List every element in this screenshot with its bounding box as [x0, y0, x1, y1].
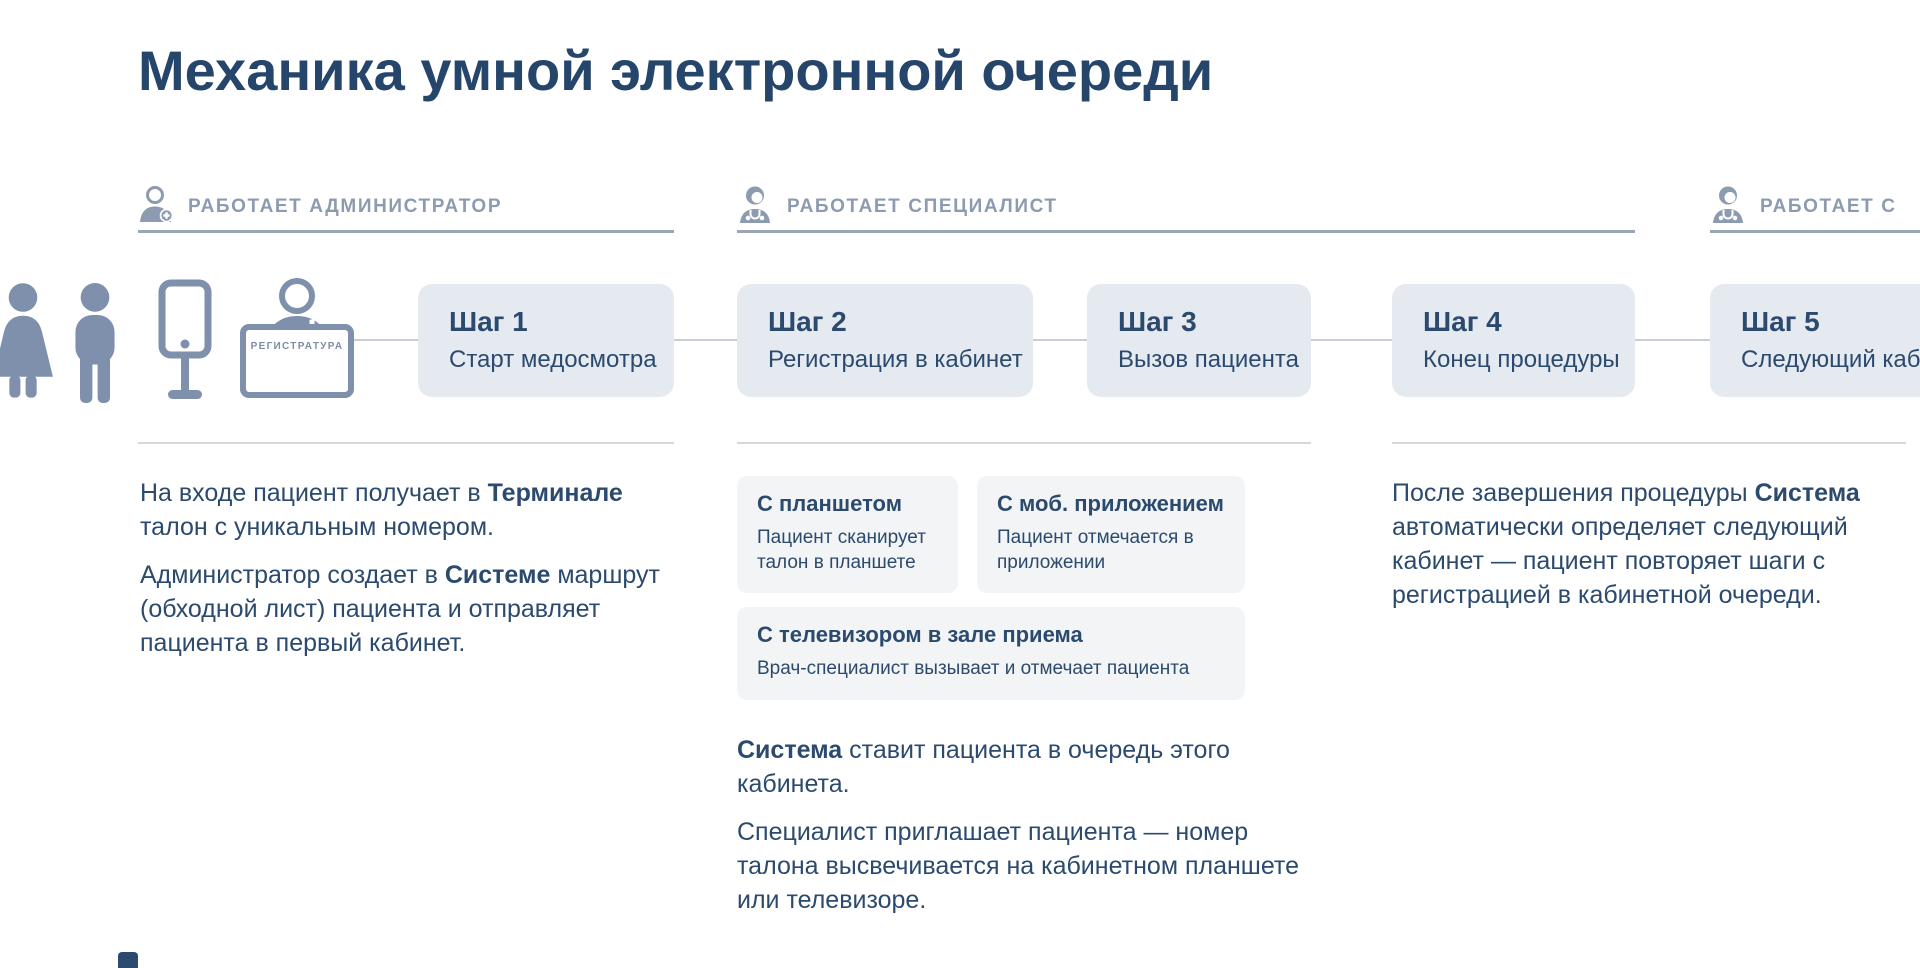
lane-label-specialist-next: РАБОТАЕТ С — [1760, 195, 1897, 217]
step-number: Шаг 4 — [1423, 306, 1502, 337]
step-box-4: Шаг 4 Конец процедуры — [1392, 284, 1635, 397]
card-description: Пациент сканирует талон в планшете — [757, 527, 926, 573]
lane-label-specialist: РАБОТАЕТ СПЕЦИАЛИСТ — [787, 195, 1058, 217]
lane-header-specialist: РАБОТАЕТ СПЕЦИАЛИСТ — [737, 183, 1635, 233]
card-title: С планшетом — [757, 491, 902, 516]
connector-line — [352, 339, 418, 341]
connector-line — [1311, 339, 1392, 341]
connector-line — [674, 339, 737, 341]
step-box-5: Шаг 5 Следующий кабинет — [1710, 284, 1920, 397]
step-box-2: Шаг 2 Регистрация в кабинет — [737, 284, 1033, 397]
divider-line — [737, 442, 1311, 444]
card-title: С моб. приложением — [997, 491, 1224, 516]
step-label: Вызов пациента — [1118, 346, 1299, 373]
note-paragraph: На входе пациент получает в Терминале та… — [140, 479, 623, 541]
note-paragraph: После завершения процедуры Система автом… — [1392, 479, 1860, 609]
card-description: Врач-специалист вызывает и отмечает паци… — [757, 658, 1190, 679]
step-label: Конец процедуры — [1423, 346, 1620, 373]
option-card-mobile-app: С моб. приложением Пациент отмечается в … — [977, 476, 1245, 593]
woman-patient-icon — [0, 283, 62, 408]
step-box-1: Шаг 1 Старт медосмотра — [418, 284, 674, 397]
divider-line — [138, 442, 674, 444]
step-box-3: Шаг 3 Вызов пациента — [1087, 284, 1311, 397]
man-patient-icon — [58, 283, 132, 408]
lane-header-administrator: РАБОТАЕТ АДМИНИСТРАТОР — [138, 183, 674, 233]
card-title: С телевизором в зале приема — [757, 622, 1083, 647]
administrator-notes: На входе пациент получает в Терминале та… — [140, 476, 692, 674]
registration-desk-label: РЕГИСТРАТУРА — [250, 341, 344, 352]
divider-line — [1392, 442, 1906, 444]
next-cabinet-notes: После завершения процедуры Система автом… — [1392, 476, 1920, 626]
note-paragraph: Система ставит пациента в очередь этого … — [737, 736, 1230, 798]
connector-line — [1635, 339, 1710, 341]
specialist-notes: Система ставит пациента в очередь этого … — [737, 733, 1315, 931]
ticket-terminal-icon — [152, 278, 218, 407]
step-number: Шаг 3 — [1118, 306, 1197, 337]
note-paragraph: Специалист приглашает пациента — номер т… — [737, 818, 1299, 914]
step-label: Старт медосмотра — [449, 346, 657, 373]
card-description: Пациент отмечается в приложении — [997, 527, 1194, 573]
option-card-tv: С телевизором в зале приема Врач-специал… — [737, 607, 1245, 700]
lane-header-specialist-next: РАБОТАЕТ С — [1710, 183, 1920, 233]
registration-desk-icon: РЕГИСТРАТУРА — [240, 324, 354, 398]
page-title: Механика умной электронной очереди — [138, 39, 1214, 102]
step-label: Следующий кабинет — [1741, 346, 1920, 373]
step-number: Шаг 2 — [768, 306, 847, 337]
option-card-tablet: С планшетом Пациент сканирует талон в пл… — [737, 476, 958, 593]
doctor-stethoscope-icon — [1710, 185, 1746, 228]
step-number: Шаг 1 — [449, 306, 528, 337]
note-paragraph: Администратор создает в Системе маршрут … — [140, 561, 660, 657]
step-label: Регистрация в кабинет — [768, 346, 1023, 373]
cut-off-shape — [118, 952, 138, 968]
admin-person-plus-icon — [138, 185, 174, 228]
connector-line — [1033, 339, 1087, 341]
doctor-stethoscope-icon — [737, 185, 773, 228]
step-number: Шаг 5 — [1741, 306, 1820, 337]
lane-label-administrator: РАБОТАЕТ АДМИНИСТРАТОР — [188, 195, 503, 217]
